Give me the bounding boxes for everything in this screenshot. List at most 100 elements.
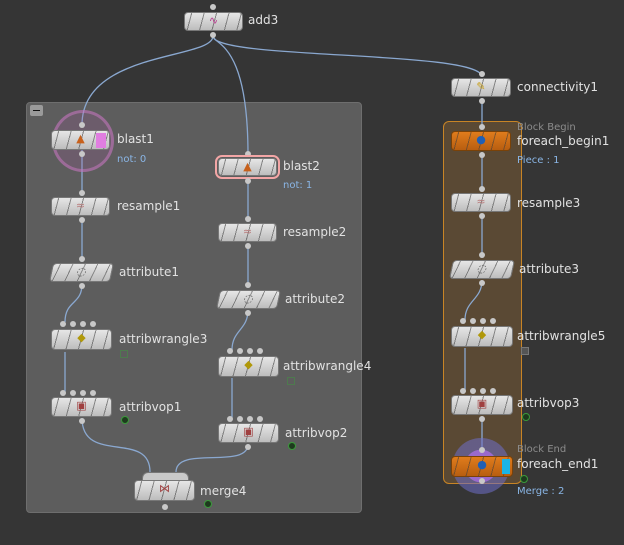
input-pin[interactable] [80, 321, 86, 327]
output-pin[interactable] [479, 98, 485, 104]
input-pin[interactable] [79, 190, 85, 196]
input-pin[interactable] [480, 388, 486, 394]
input-pin[interactable] [237, 416, 243, 422]
node-attribwrangle5[interactable]: ◆ [451, 326, 513, 347]
node-resample3[interactable]: ≈ [451, 193, 511, 212]
input-pin[interactable] [237, 348, 243, 354]
merge-icon: ⋈ [159, 482, 170, 495]
input-pin[interactable] [257, 348, 263, 354]
input-pin[interactable] [227, 416, 233, 422]
node-flag-icon[interactable] [288, 442, 296, 450]
output-pin[interactable] [245, 444, 251, 450]
input-pin[interactable] [245, 216, 251, 222]
input-pin[interactable] [90, 390, 96, 396]
display-flag[interactable] [96, 133, 106, 148]
output-pin[interactable] [79, 283, 85, 289]
wire-attribute2-attribwrangle4 [231, 309, 249, 351]
input-pin[interactable] [460, 318, 466, 324]
bypass-flag-icon[interactable] [521, 347, 529, 355]
wire-attribute1-attribwrangle3 [64, 283, 83, 323]
blast-icon: ▲ [243, 160, 252, 173]
node-attribwrangle4[interactable]: ◆ [218, 356, 279, 377]
render-flag[interactable] [502, 459, 510, 474]
input-pin[interactable] [60, 390, 66, 396]
input-pin[interactable] [257, 416, 263, 422]
output-pin[interactable] [479, 478, 485, 484]
label-attribwrangle5: attribwrangle5 [517, 329, 606, 343]
wire-add3-connectivity1 [212, 35, 483, 78]
node-resample2[interactable]: ≈ [218, 223, 277, 242]
node-connectivity1[interactable]: ✎ [451, 78, 511, 97]
node-blast2[interactable]: ▲ [215, 155, 280, 179]
wire-attribute3-attribwrangle5 [464, 279, 483, 321]
node-flag-icon[interactable] [520, 475, 528, 483]
label-attribute2: attribute2 [285, 292, 345, 306]
bypass-flag-icon[interactable] [287, 377, 295, 385]
input-pin[interactable] [479, 447, 485, 453]
blast-icon: ▲ [76, 132, 85, 145]
node-resample1[interactable]: ≈ [51, 197, 110, 216]
node-attribute3[interactable]: ◌ [448, 260, 516, 279]
node-attribvop3[interactable]: ▣ [451, 395, 513, 415]
input-pin[interactable] [479, 124, 485, 130]
collapse-box-button[interactable] [30, 105, 43, 116]
input-pin[interactable] [247, 348, 253, 354]
wrangle-icon: ◆ [244, 358, 253, 371]
wire-attribvop1-merge4 [81, 417, 151, 473]
bypass-flag-icon[interactable] [120, 350, 128, 358]
input-pin[interactable] [470, 388, 476, 394]
label-attribvop3: attribvop3 [517, 396, 580, 410]
node-flag-icon[interactable] [522, 413, 530, 421]
input-pin[interactable] [70, 321, 76, 327]
output-pin[interactable] [245, 178, 251, 184]
input-pin[interactable] [479, 71, 485, 77]
output-pin[interactable] [479, 152, 485, 158]
node-flag-icon[interactable] [121, 416, 129, 424]
label-resample2: resample2 [283, 225, 347, 239]
meta-foreach_begin1: Block Begin [517, 122, 576, 133]
input-pin[interactable] [470, 318, 476, 324]
input-pin[interactable] [90, 321, 96, 327]
output-pin[interactable] [162, 504, 168, 510]
input-pin[interactable] [79, 256, 85, 262]
output-pin[interactable] [245, 310, 251, 316]
input-pin[interactable] [460, 388, 466, 394]
input-pin[interactable] [247, 416, 253, 422]
input-pin[interactable] [60, 321, 66, 327]
input-pin[interactable] [79, 122, 85, 128]
output-pin[interactable] [479, 213, 485, 219]
output-pin[interactable] [245, 243, 251, 249]
input-pin[interactable] [490, 318, 496, 324]
input-pin[interactable] [480, 318, 486, 324]
node-attribwrangle3[interactable]: ◆ [51, 329, 112, 350]
input-pin[interactable] [70, 390, 76, 396]
node-attribute1[interactable]: ◌ [48, 263, 115, 282]
output-pin[interactable] [79, 151, 85, 157]
output-pin[interactable] [479, 416, 485, 422]
input-pin[interactable] [479, 186, 485, 192]
input-pin[interactable] [227, 348, 233, 354]
sub-foreach_end1: Merge : 2 [517, 486, 565, 497]
node-attribvop1[interactable]: ▣ [51, 397, 112, 417]
input-pin[interactable] [245, 282, 251, 288]
input-pin[interactable] [479, 252, 485, 258]
node-foreach_begin1[interactable]: ● [451, 131, 511, 151]
label-attribvop1: attribvop1 [119, 400, 182, 414]
node-foreach_end1[interactable]: ● [451, 456, 513, 477]
output-pin[interactable] [210, 32, 216, 38]
input-pin[interactable] [210, 4, 216, 10]
node-add3[interactable]: ∿ [184, 12, 243, 31]
output-pin[interactable] [79, 217, 85, 223]
node-attribute2[interactable]: ◌ [215, 290, 282, 309]
input-pin[interactable] [80, 390, 86, 396]
node-attribvop2[interactable]: ▣ [218, 423, 279, 443]
input-pin[interactable] [490, 388, 496, 394]
node-blast1[interactable]: ▲ [51, 130, 110, 150]
node-flag-icon[interactable] [204, 500, 212, 508]
label-attribwrangle4: attribwrangle4 [283, 359, 372, 373]
input-pin[interactable] [245, 151, 251, 157]
output-pin[interactable] [479, 280, 485, 286]
output-pin[interactable] [79, 418, 85, 424]
node-merge4[interactable]: ⋈ [134, 480, 195, 501]
